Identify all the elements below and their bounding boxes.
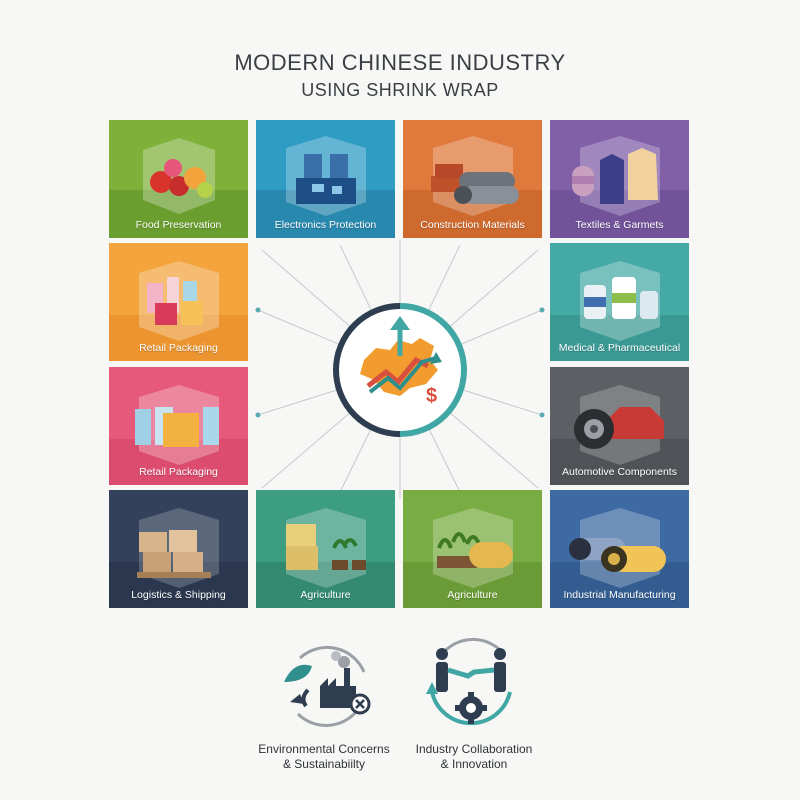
- tile-label: Agriculture: [300, 589, 351, 601]
- garments-icon: [550, 120, 689, 238]
- tile-label: Medical & Pharmaceutical: [558, 342, 681, 354]
- svg-text:$: $: [426, 385, 437, 407]
- caption-line: & Sustainabiilty: [282, 757, 366, 771]
- retail-boxes-icon: [109, 367, 248, 485]
- tile-textiles-garments[interactable]: Textiles & Garmets: [550, 120, 689, 238]
- caption-line: & Innovation: [440, 757, 508, 771]
- tile-label: Construction Materials: [420, 219, 525, 231]
- caption-line: Environmental Concerns: [258, 742, 390, 756]
- tile-label: Industrial Manufacturing: [563, 589, 676, 601]
- recycle-factory-icon: [284, 645, 371, 727]
- tile-retail-packaging-1[interactable]: Retail Packaging: [109, 243, 248, 361]
- tile-industrial-manufacturing[interactable]: Industrial Manufacturing: [550, 490, 689, 608]
- tile-label: Electronics Protection: [274, 219, 377, 231]
- page-title: MODERN CHINESE INDUSTRY: [234, 50, 566, 75]
- tile-automotive-components[interactable]: Automotive Components: [550, 367, 689, 485]
- tile-agriculture-1[interactable]: Agriculture: [256, 490, 395, 608]
- tile-label: Agriculture: [447, 589, 498, 601]
- medicine-bottles-icon: [550, 243, 689, 361]
- pipes-icon: [403, 120, 542, 238]
- tile-label: Food Preservation: [135, 219, 222, 231]
- pallet-boxes-icon: [109, 490, 248, 608]
- crops-icon: [403, 490, 542, 608]
- tile-agriculture-2[interactable]: Agriculture: [403, 490, 542, 608]
- tile-label: Logistics & Shipping: [131, 589, 226, 601]
- caption-collaboration: Industry Collaboration & Innovation: [384, 742, 564, 772]
- tile-medical-pharmaceutical[interactable]: Medical & Pharmaceutical: [550, 243, 689, 361]
- fruit-icon: [109, 120, 248, 238]
- tile-label: Retail Packaging: [139, 466, 218, 478]
- hay-bales-icon: [256, 490, 395, 608]
- caption-environmental: Environmental Concerns & Sustainabiilty: [234, 742, 414, 772]
- tile-retail-packaging-2[interactable]: Retail Packaging: [109, 367, 248, 485]
- film-rolls-icon: [550, 490, 689, 608]
- tile-logistics-shipping[interactable]: Logistics & Shipping: [109, 490, 248, 608]
- tile-label: Automotive Components: [562, 466, 677, 478]
- tile-electronics-protection[interactable]: Electronics Protection: [256, 120, 395, 238]
- tile-construction-materials[interactable]: Construction Materials: [403, 120, 542, 238]
- china-growth-icon: $: [333, 303, 467, 437]
- retail-boxes-icon: [109, 243, 248, 361]
- caption-line: Industry Collaboration: [415, 742, 533, 756]
- handshake-gear-icon: [426, 637, 512, 726]
- tile-label: Retail Packaging: [139, 342, 218, 354]
- tile-label: Textiles & Garmets: [575, 219, 664, 231]
- page-subtitle: USING SHRINK WRAP: [301, 80, 499, 100]
- car-parts-icon: [550, 367, 689, 485]
- circuit-board-icon: [256, 120, 395, 238]
- tile-food-preservation[interactable]: Food Preservation: [109, 120, 248, 238]
